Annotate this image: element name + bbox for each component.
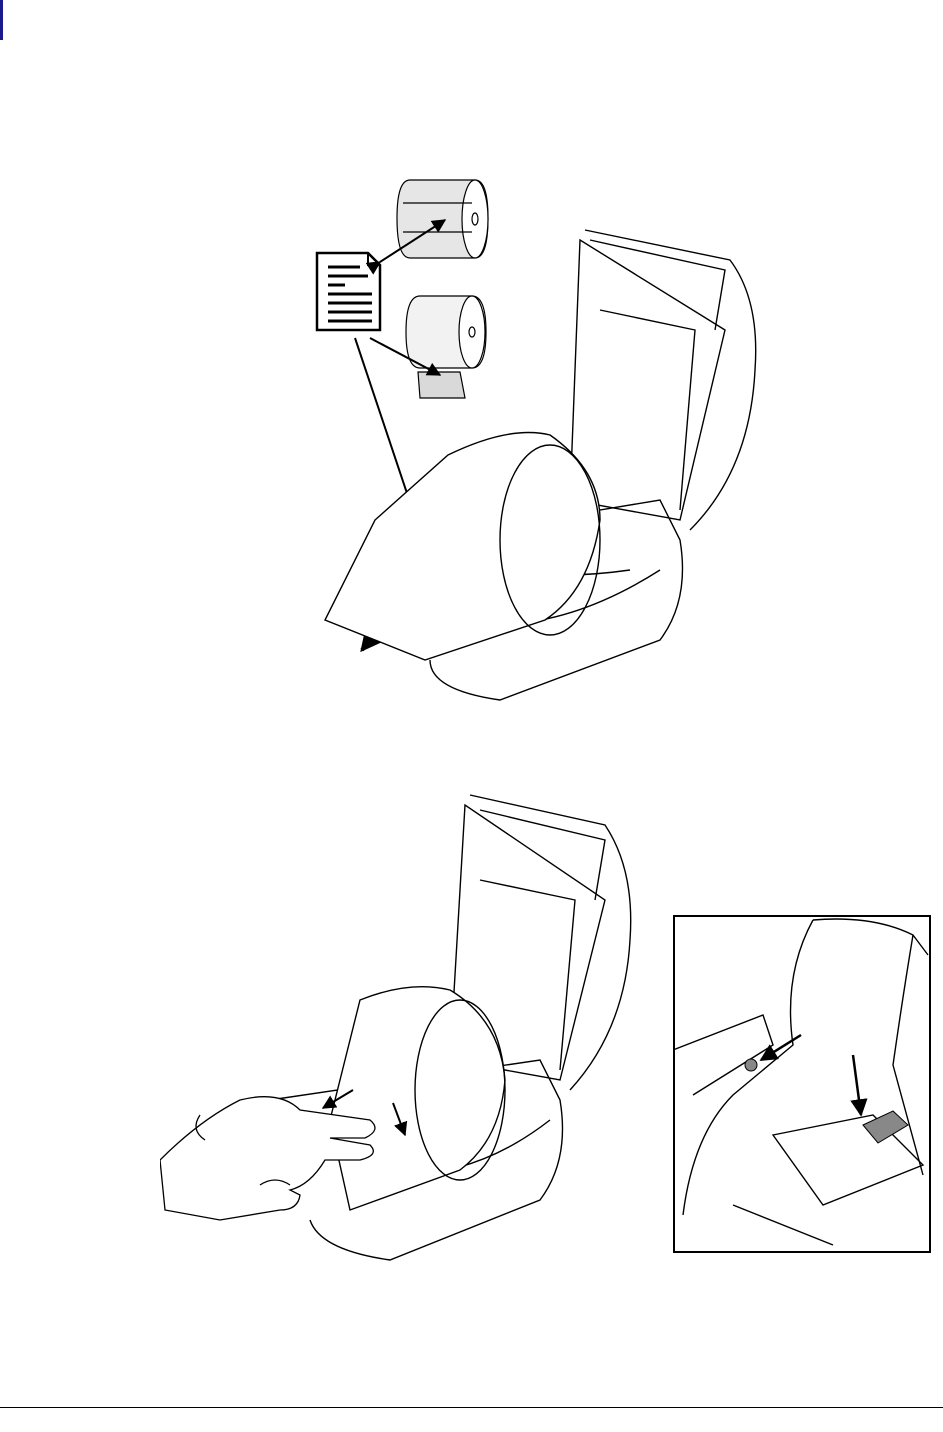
detail-frame: [674, 916, 930, 1252]
media-web: [325, 433, 600, 661]
receipt-roll-icon: [406, 296, 486, 398]
media-roll: [330, 987, 505, 1210]
footer-rule: [0, 1407, 943, 1408]
figure-load-media: [300, 170, 780, 710]
page-edge-marker: [0, 0, 3, 40]
label-roll-icon: [397, 180, 488, 258]
figure-adjust-guides: [160, 790, 660, 1270]
document-icon: [317, 253, 380, 330]
figure-guide-detail: [673, 915, 933, 1260]
